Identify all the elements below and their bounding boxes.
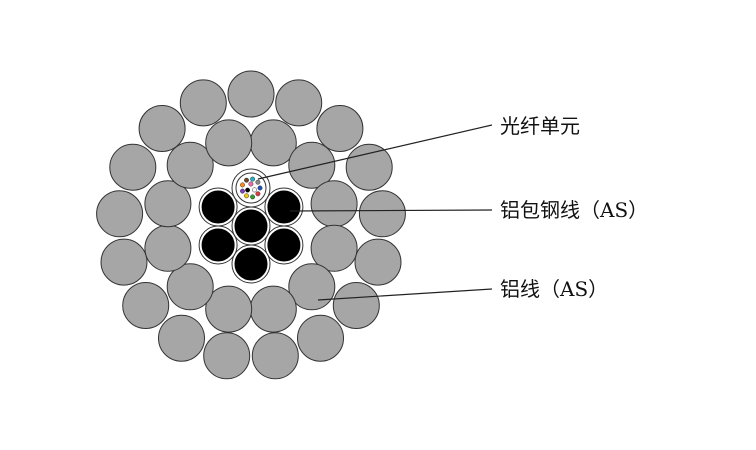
outer-aluminum-wire-layer [96,70,406,380]
aluminum-wire [251,332,299,380]
aluminum-wire [144,224,192,272]
leader-line-fiber-unit [257,124,493,180]
steel-core [267,228,301,262]
aluminum-wire [179,79,227,127]
aluminum-wire [297,314,344,362]
steel-core [234,209,268,243]
aluminum-wire [122,282,170,329]
aluminum-wire [96,190,144,238]
aluminum-wire [358,190,406,238]
aluminum-wire [288,141,336,189]
aluminum-wire [158,314,205,362]
steel-core [201,228,235,262]
optical-fiber [248,181,254,187]
optical-fiber [240,182,245,188]
optical-fiber [244,193,249,199]
aluminum-wire [310,180,358,228]
aluminum-wire [332,282,380,329]
aluminum-wire [275,79,323,127]
aluminum-wire [205,285,253,333]
leader-line-al-wire [317,288,493,301]
optical-fiber [257,185,263,191]
optical-fiber [250,176,256,182]
aluminum-wire [310,224,358,272]
label-al-clad-steel: 铝包钢线（AS） [500,198,648,222]
aluminum-wire [288,263,336,311]
aluminum-wire [345,143,393,191]
optical-fiber [250,194,256,200]
optical-fiber [240,188,245,194]
aluminum-wire [316,105,364,152]
optical-fiber [252,187,257,193]
aluminum-wire [249,285,297,333]
fiber-optic-unit [231,168,271,208]
aluminum-wire [100,238,148,286]
label-fiber-unit: 光纤单元 [500,114,580,138]
aluminum-wire [354,238,402,286]
leader-line-al-clad-steel [289,209,493,212]
optical-fiber [255,191,261,197]
steel-core [234,247,268,281]
aluminum-wire [144,180,192,228]
steel-core [201,190,235,224]
label-al-wire: 铝线（AS） [500,277,608,301]
steel-core [267,190,301,224]
aluminum-wire [203,332,251,380]
aluminum-wire [227,70,275,118]
optical-fiber [255,179,261,185]
aluminum-wire [138,105,186,152]
optical-fiber [245,187,251,193]
inner-aluminum-wire-layer [144,119,358,333]
optical-fiber [244,177,249,183]
aluminum-wire [166,141,214,189]
aluminum-wire [166,263,214,311]
aluminum-wire [109,143,157,191]
aluminum-wire [205,119,253,167]
